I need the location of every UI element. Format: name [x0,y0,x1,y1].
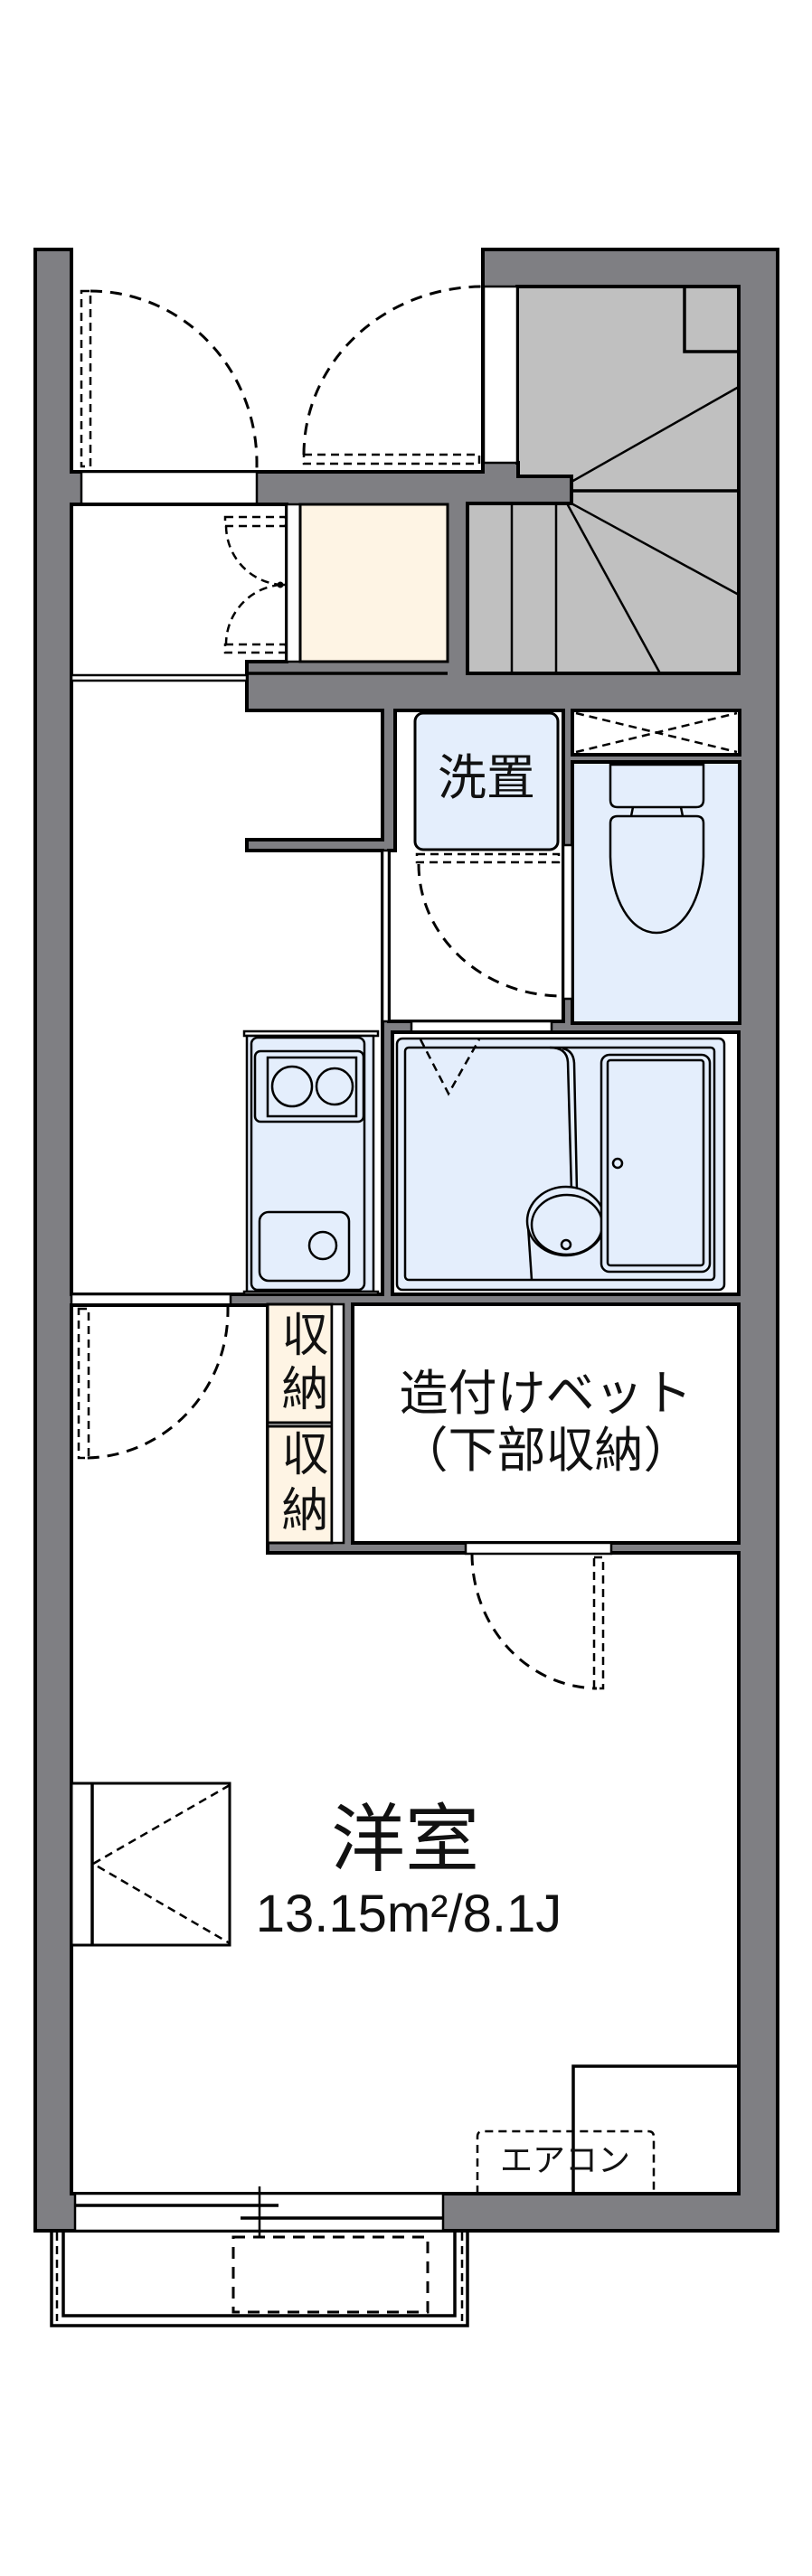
washroom [381,709,565,1023]
corner-cabinet [571,2064,739,2194]
bath-floor-edge [562,1047,579,1192]
shaft-cross-line [575,711,738,754]
folding-door-symbol [419,1039,481,1096]
storage-closet [266,1302,334,1424]
ac-outdoor-unit-space [231,2235,430,2314]
balcony-outer-rail [50,2231,469,2327]
cabinet-door-arc [224,583,281,645]
bath-floor-edge [526,1226,533,1281]
bed-doorway [464,1541,613,1556]
sliding-window [73,2186,445,2236]
storage-door-leaf [302,453,481,465]
washer-space-label: 洗置 [438,749,535,806]
air-conditioner-label: エアコン [499,2142,630,2179]
room-door-arc [83,1305,230,1460]
closet-fold-symbol [90,1783,231,1945]
western-room [70,1303,741,2195]
storage-closet-label: 収納 [273,1309,327,1418]
kitchen-bottom-cap [242,1290,380,1296]
kitchen-unit [242,1029,380,1296]
stair-tread [565,503,662,674]
entry-step [70,673,249,682]
washer-space [413,711,560,851]
balcony [50,2231,469,2327]
built-in-bed-sublabel: （下部収納） [399,1422,693,1479]
closet-folding-door [70,1782,231,1947]
burner-icon [315,1067,354,1106]
washroom-door-arc [417,863,563,998]
bed-door-leaf [592,1556,605,1690]
bathtub-inner [606,1058,705,1267]
sink-drain-icon [307,1230,338,1261]
staircase [466,285,741,675]
cabinet-door-arc [224,525,281,587]
toilet-connector [679,806,685,817]
sink-icon [258,1210,351,1283]
room-door-leaf [77,1307,90,1460]
bathroom [391,1020,741,1296]
stair-side-strip [482,285,519,465]
stair-tread [571,502,740,597]
storage-strip [330,1302,345,1545]
storage-closet-label: 収納 [273,1428,327,1541]
balcony-inner-rail [61,2231,457,2317]
bed-door-arc [470,1553,598,1690]
stair-landing [683,287,739,353]
shoe-cabinet-frame [285,503,302,663]
storage-and-bed [266,1302,741,1690]
toilet-bowl-icon [609,814,705,935]
entrance-door-swing-arc [90,289,259,472]
basin-drain-icon [560,1238,572,1251]
stair-tread [571,385,740,484]
shoe-cabinet [223,503,449,663]
washroom-door-leaf [415,852,561,864]
entrance-porch [80,285,484,506]
toilet-tank-icon [609,763,705,809]
tub-drain-icon [611,1157,624,1170]
cabinet-door-leaf [223,515,288,528]
storage-door-swing-arc [302,285,484,456]
shoe-cabinet-body [298,503,449,663]
western-room-label: 洋室 [330,1797,479,1883]
entrance-doorway [80,470,259,506]
built-in-bed [351,1302,741,1545]
washroom-partition-strip [381,849,391,1023]
entrance-door-leaf [80,289,92,468]
western-room-area: 13.15m²/8.1J [255,1885,562,1943]
toilet-doorway [562,843,574,1001]
bath-floor-edge [549,1046,573,1192]
air-conditioner-outline [476,2129,656,2194]
toilet-connector [629,806,635,817]
wash-basin-inner [530,1193,604,1256]
burner-icon [270,1065,314,1108]
cabinet-door-leaf [223,643,288,654]
toilet-room [562,709,741,1025]
built-in-bed-label: 造付けベット [399,1365,693,1422]
